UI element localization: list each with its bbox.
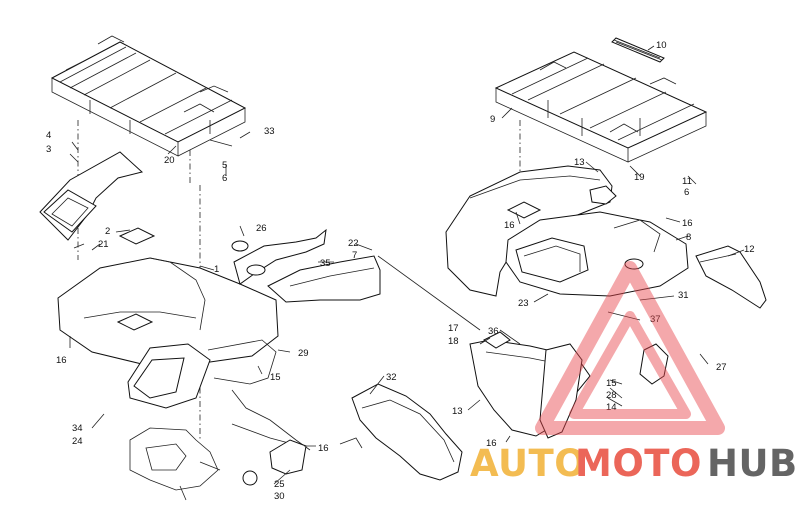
front-fender — [57, 227, 279, 409]
callout-27: 27 — [716, 362, 727, 373]
front-rack — [50, 35, 247, 157]
callout-9: 9 — [490, 114, 495, 125]
callout-30: 30 — [274, 491, 285, 502]
callout-labels: 4 3 20 33 5 6 2 21 1 16 26 22 7 35 29 15… — [46, 40, 755, 502]
callout-29: 29 — [298, 348, 309, 359]
watermark-moto: MOTO — [575, 442, 702, 485]
callout-7: 7 — [352, 250, 357, 261]
callout-35: 35 — [320, 258, 331, 269]
callout-3: 3 — [46, 144, 51, 155]
front-side-panel — [231, 228, 381, 303]
callout-14: 14 — [606, 402, 617, 413]
callout-36: 36 — [488, 326, 499, 337]
callout-37: 37 — [650, 314, 661, 325]
mud-flap — [339, 383, 463, 481]
callout-28: 28 — [606, 390, 617, 401]
callout-18: 18 — [448, 336, 459, 347]
callout-24: 24 — [72, 436, 83, 447]
automotohub-watermark: AUTO MOTO HUB — [470, 261, 798, 485]
watermark-triangle-logo — [535, 261, 725, 435]
leader-lines — [69, 45, 745, 485]
callout-25: 25 — [274, 479, 285, 490]
callout-19: 19 — [634, 172, 645, 183]
callout-26: 26 — [256, 223, 267, 234]
callout-11: 11 — [682, 176, 692, 187]
callout-17: 17 — [448, 323, 459, 334]
callout-5: 5 — [222, 160, 227, 171]
rear-fender — [445, 165, 689, 297]
callout-2: 2 — [105, 226, 110, 237]
callout-16: 16 — [504, 220, 515, 231]
callout-15: 15 — [270, 372, 281, 383]
callout-10: 10 — [656, 40, 667, 51]
callout-22: 22 — [348, 238, 359, 249]
callout-8: 8 — [686, 232, 691, 243]
front-storage-cover — [39, 151, 144, 241]
callout-33: 33 — [264, 126, 275, 137]
callout-34: 34 — [72, 423, 83, 434]
callout-15: 15 — [606, 378, 617, 389]
callout-20: 20 — [164, 155, 175, 166]
watermark-auto: AUTO — [470, 442, 586, 485]
callout-13: 13 — [574, 157, 585, 168]
callout-23: 23 — [518, 298, 529, 309]
callout-4: 4 — [46, 130, 51, 141]
callout-16: 16 — [318, 443, 329, 454]
callout-6: 6 — [684, 187, 689, 198]
rear-left-side-panel — [469, 331, 591, 439]
callout-16: 16 — [486, 438, 497, 449]
callout-32: 32 — [386, 372, 397, 383]
watermark-hub: HUB — [707, 442, 798, 485]
callout-16: 16 — [56, 355, 67, 366]
front-frame-section — [129, 389, 311, 501]
callout-6: 6 — [222, 173, 227, 184]
callout-16: 16 — [682, 218, 693, 229]
callout-21: 21 — [98, 239, 109, 250]
rear-rack — [494, 37, 708, 163]
callout-12: 12 — [744, 244, 755, 255]
callout-31: 31 — [678, 290, 689, 301]
callout-13: 13 — [452, 406, 463, 417]
callout-1: 1 — [214, 264, 219, 275]
